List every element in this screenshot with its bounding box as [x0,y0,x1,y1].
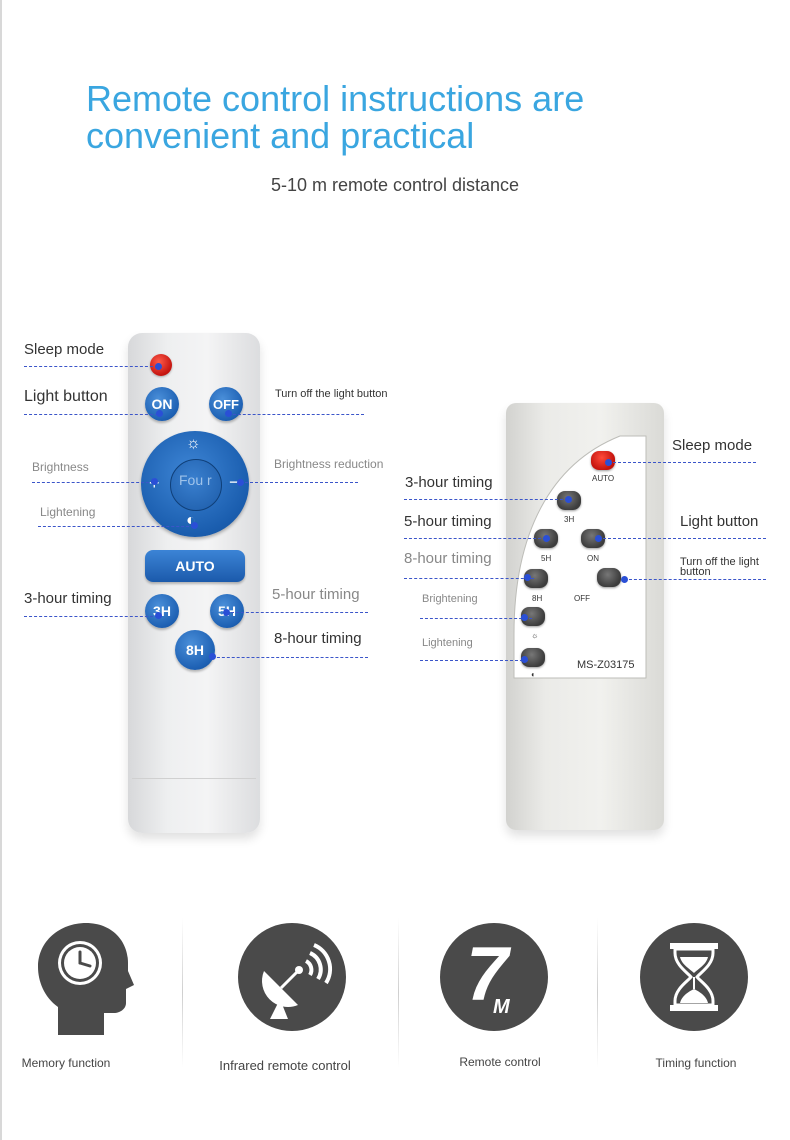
meter-unit: M [493,996,510,1018]
guide-line [212,657,368,658]
guide-dot [621,576,628,583]
left-3h-button[interactable]: 3H [145,594,179,628]
left-minus-button[interactable]: − [229,472,240,492]
brightness-down-icon[interactable]: ◐ [186,512,196,529]
right-8h-button[interactable] [524,569,548,588]
seven-meter-icon [440,923,548,1031]
left-center-label: Fou r [179,472,212,488]
brightness-up-icon: ☼ [531,631,539,640]
left-remote-seam [132,778,256,779]
right-model-number: MS-Z03175 [577,659,635,671]
page-title: Remote control instructions are convenie… [86,78,585,156]
label-brightening-right: Brightening [422,593,478,605]
feature-separator [597,918,598,1068]
guide-line [420,618,532,619]
label-turn-off: Turn off the light button [275,388,388,400]
label-light-button-right: Light button [680,513,759,530]
guide-line [404,499,568,500]
right-dim-button[interactable] [521,648,545,667]
page-subtitle: 5-10 m remote control distance [270,175,520,195]
feature-separator [182,918,183,1068]
feature-label-timing: Timing function [655,1056,737,1070]
guide-dot [521,656,528,663]
guide-dot [237,479,244,486]
guide-dot [156,410,163,417]
left-center-button[interactable] [170,459,222,511]
head-clock-icon [38,923,134,1035]
right-on-label: ON [587,554,599,563]
satellite-dish-icon [262,943,333,1019]
guide-line [624,579,766,580]
right-off-button[interactable] [597,568,621,587]
right-5h-label: 5H [541,554,552,563]
label-lightening-right: Lightening [422,637,473,649]
guide-dot [155,363,162,370]
left-auto-button[interactable]: AUTO [145,550,245,582]
right-on-button[interactable] [581,529,605,548]
label-turn-off-right: Turn off the light button [680,556,759,578]
feature-label-memory: Memory function [21,1056,111,1070]
right-auto-label: AUTO [592,474,615,483]
guide-dot [209,653,216,660]
left-off-button[interactable]: OFF [209,387,243,421]
guide-line [24,414,158,415]
guide-line [404,578,534,579]
seven-digit: 7 [466,932,509,1017]
hourglass-icon [670,943,718,1011]
guide-dot [223,609,230,616]
guide-dot [543,535,550,542]
label-3h-timing-right: 3-hour timing [405,474,493,491]
guide-dot [605,459,612,466]
guide-line [420,660,528,661]
guide-line [32,482,154,483]
label-light-button: Light button [24,388,108,405]
guide-dot [191,522,198,529]
feature-separator [398,918,399,1068]
page-edge-line [0,0,2,1140]
label-8h-timing-right: 8-hour timing [404,550,492,567]
label-brightness-reduction: Brightness reduction [274,457,384,471]
guide-dot [524,574,531,581]
brightness-up-icon[interactable]: ☼ [186,435,201,452]
guide-dot [225,410,232,417]
label-sleep-mode: Sleep mode [24,341,105,358]
guide-line [24,616,158,617]
guide-line [226,612,368,613]
right-3h-label: 3H [564,515,575,524]
label-3h-timing: 3-hour timing [24,590,112,607]
label-5h-timing: 5-hour timing [272,586,360,603]
feature-label-infrared: Infrared remote control [219,1058,351,1073]
label-8h-timing: 8-hour timing [274,630,362,647]
guide-line [24,366,158,367]
label-lightening: Lightening [40,505,96,519]
brightness-down-icon: ◐ [531,670,536,679]
guide-dot [151,478,158,485]
guide-line [38,526,194,527]
guide-line [598,538,766,539]
feature-label-remote: Remote control [459,1055,541,1069]
guide-dot [155,612,162,619]
right-brighten-button[interactable] [521,607,545,626]
guide-dot [521,614,528,621]
right-remote-panel [513,435,647,679]
label-5h-timing-right: 5-hour timing [404,513,492,530]
right-8h-label: 8H [532,594,543,603]
guide-line [608,462,756,463]
left-8h-button[interactable]: 8H [175,630,215,670]
guide-dot [565,496,572,503]
guide-line [240,482,358,483]
label-sleep-mode-right: Sleep mode [672,437,753,454]
guide-line [404,538,546,539]
guide-line [228,414,364,415]
right-off-label: OFF [574,594,590,603]
label-brightness: Brightness [32,460,89,474]
guide-dot [595,535,602,542]
